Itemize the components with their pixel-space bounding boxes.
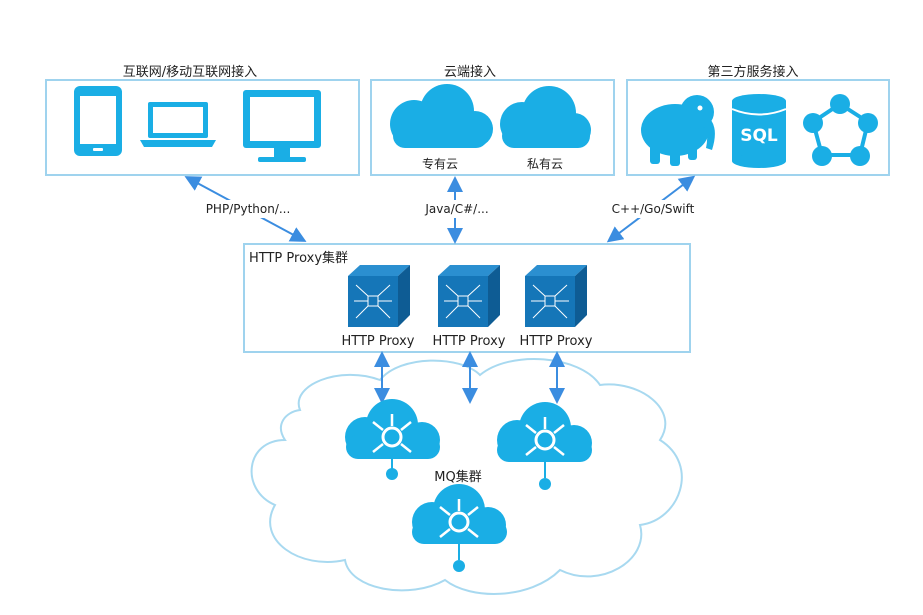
graph-nodes-icon: [803, 94, 878, 166]
mq-node-icon-2: [497, 402, 592, 490]
mq-node-icon-3: [412, 484, 507, 572]
public-cloud-label: 专有云: [421, 157, 458, 171]
proxy-node-icon-3: [525, 265, 587, 327]
connection-label-middle: Java/C#/...: [425, 202, 489, 216]
connection-label-left: PHP/Python/...: [205, 202, 291, 216]
cloud-group-title: 云端接入: [443, 65, 496, 80]
laptop-icon: [140, 102, 216, 147]
proxy-node-icon-2: [438, 265, 500, 327]
proxy-node-label-2: HTTP Proxy: [432, 334, 506, 349]
monitor-icon: [243, 90, 321, 162]
phone-icon: [74, 86, 122, 156]
mq-node-icon-1: [345, 399, 440, 480]
private-cloud-label: 私有云: [526, 157, 563, 171]
proxy-cluster-title: HTTP Proxy集群: [249, 251, 349, 266]
sql-database-icon: [731, 94, 787, 168]
proxy-node-label-1: HTTP Proxy: [341, 334, 415, 349]
elephant-icon: [641, 95, 715, 166]
public-cloud-icon: [390, 84, 493, 148]
sql-label: SQL: [740, 126, 778, 146]
mq-cluster-label: MQ集群: [434, 470, 482, 485]
proxy-node-label-3: HTTP Proxy: [519, 334, 593, 349]
connection-label-right: C++/Go/Swift: [611, 202, 695, 216]
proxy-node-icon-1: [348, 265, 410, 327]
thirdparty-group-title: 第三方服务接入: [707, 65, 799, 80]
private-cloud-icon: [500, 86, 591, 148]
internet-group-title: 互联网/移动互联网接入: [122, 65, 258, 80]
